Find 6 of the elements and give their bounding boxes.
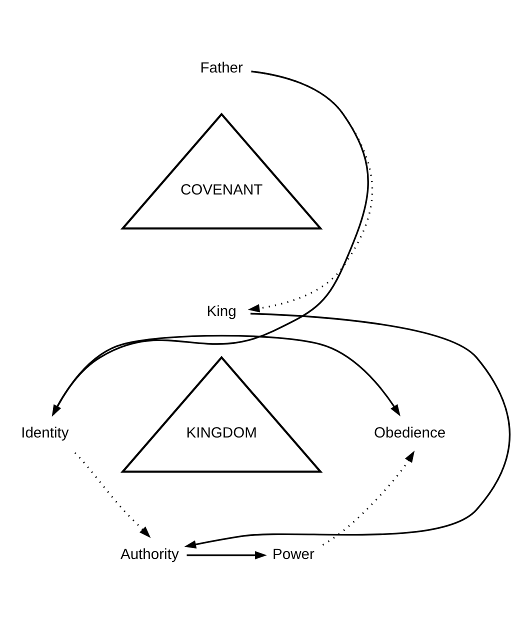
node-text: Father <box>200 60 242 76</box>
node-text: Power <box>272 546 314 563</box>
node-text: Obedience <box>374 425 446 442</box>
node-text: Authority <box>120 546 178 563</box>
node-text: Identity <box>20 425 68 442</box>
node-text: King <box>206 303 236 320</box>
